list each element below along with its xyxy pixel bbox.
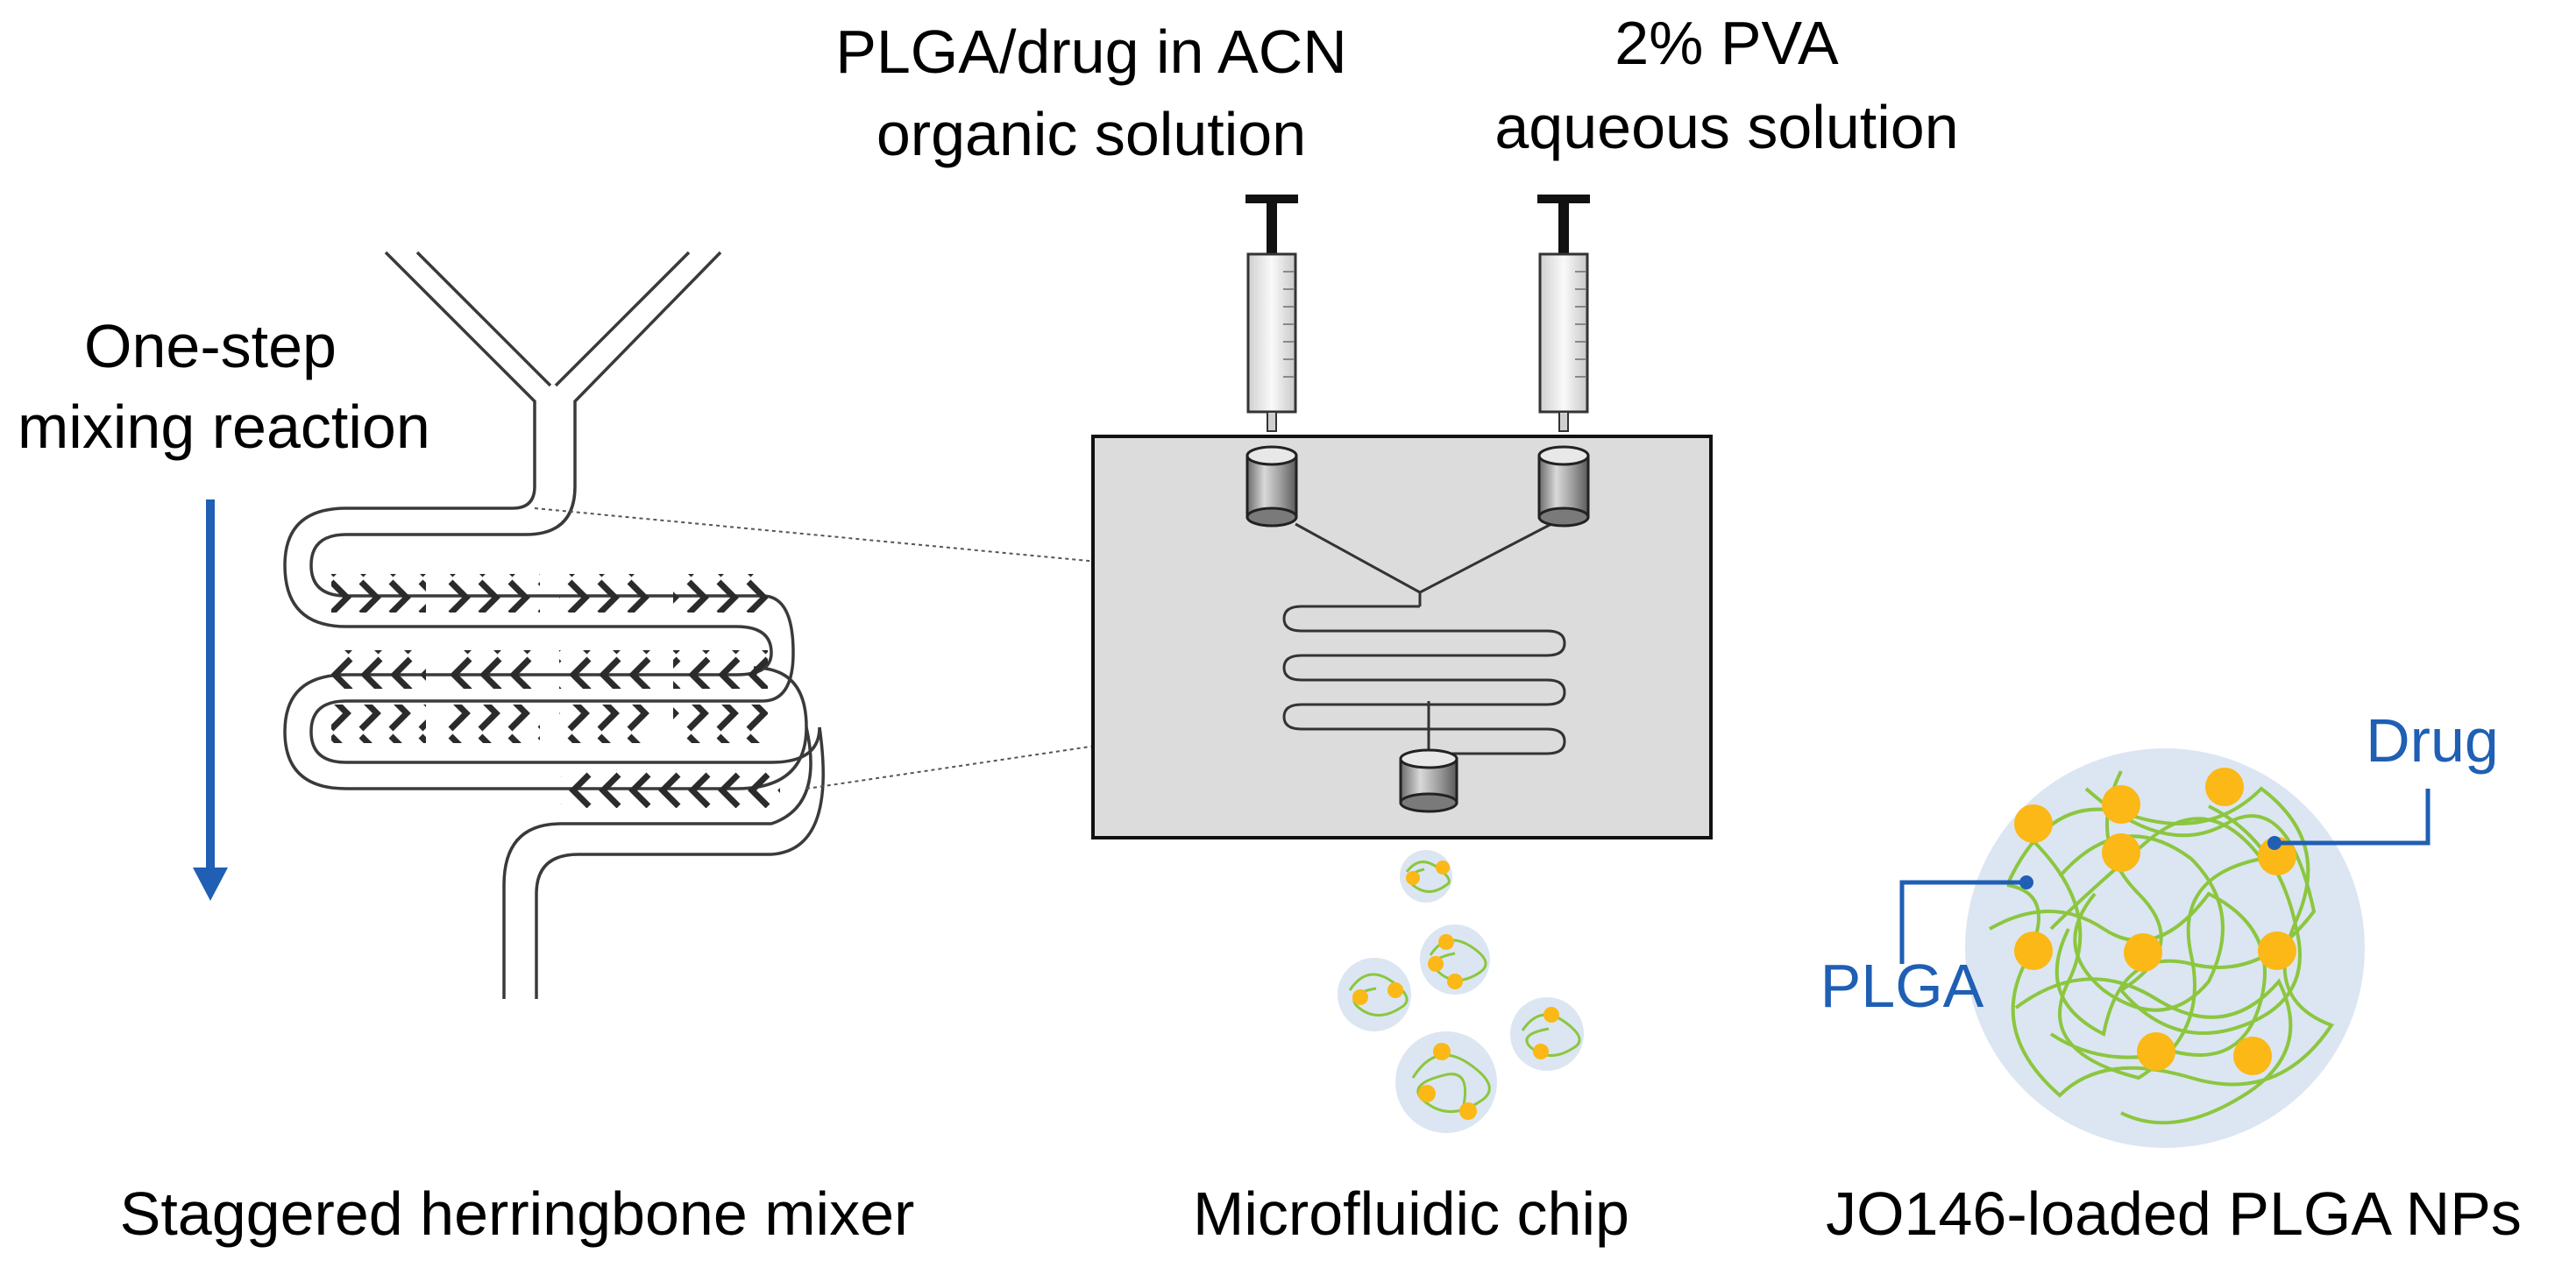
mixer-inlet-right: [573, 251, 722, 486]
small-np-5: [1395, 1031, 1497, 1133]
groove-band-3d: [673, 705, 768, 743]
flow-direction-arrow: [193, 499, 228, 901]
microfluidic-chip: [1091, 435, 1713, 839]
drug-particles: [2014, 768, 2296, 1075]
mixer-inlet-left-inner: [415, 251, 552, 387]
groove-band-1c: [559, 574, 654, 613]
groove-band-4: [561, 769, 780, 808]
mixer-serpentine-inner: [309, 485, 821, 764]
chip-caption: Microfluidic chip: [1193, 1179, 1629, 1248]
groove-band-2c: [559, 650, 654, 689]
small-np-3: [1338, 958, 1411, 1031]
syringe-organic: [1245, 195, 1298, 432]
large-nanoparticle: [1899, 748, 2431, 1148]
chip-serpentine-channel: [1282, 605, 1566, 759]
mixer-caption: Staggered herringbone mixer: [119, 1179, 915, 1248]
groove-band-2b: [445, 650, 540, 689]
mixer-outlet-inner: [535, 726, 825, 999]
chip-outlet-reservoir: [1399, 748, 1458, 813]
one-step-label-line2: mixing reaction: [18, 393, 430, 461]
herringbone-grooves: [331, 574, 780, 808]
drug-leader-line: [2267, 789, 2431, 850]
groove-band-3a: [331, 705, 426, 743]
groove-band-1b: [445, 574, 540, 613]
nanoparticle-caption: JO146-loaded PLGA NPs: [1826, 1179, 2522, 1248]
drug-label: Drug: [2366, 706, 2499, 775]
one-step-label-line1: One-step: [84, 312, 337, 380]
small-np-4: [1510, 997, 1584, 1071]
syringe-aqueous: [1537, 195, 1590, 432]
organic-solution-label-line1: PLGA/drug in ACN: [835, 18, 1347, 86]
small-np-1: [1400, 850, 1452, 903]
mixer-inlet-right-inner: [554, 251, 691, 387]
chip-inlet-reservoir-left: [1245, 445, 1298, 528]
mixer-inlet-left: [384, 251, 536, 486]
small-np-2: [1420, 924, 1490, 995]
organic-solution-label-line2: organic solution: [876, 100, 1307, 168]
aqueous-solution-label-line2: aqueous solution: [1494, 93, 1959, 161]
small-nanoparticles: [1338, 850, 1584, 1133]
groove-band-2d: [673, 650, 768, 689]
groove-band-1d: [673, 574, 768, 613]
groove-band-3c: [559, 705, 654, 743]
chip-inlet-reservoir-right: [1537, 445, 1590, 528]
mixer-outlet-outer: [502, 726, 813, 999]
groove-band-1a: [331, 574, 426, 613]
groove-band-3b: [445, 705, 540, 743]
plga-leader-line: [1899, 875, 2033, 964]
groove-band-2a: [331, 650, 426, 689]
plga-label: PLGA: [1820, 952, 1984, 1020]
aqueous-solution-label-line1: 2% PVA: [1614, 9, 1839, 77]
